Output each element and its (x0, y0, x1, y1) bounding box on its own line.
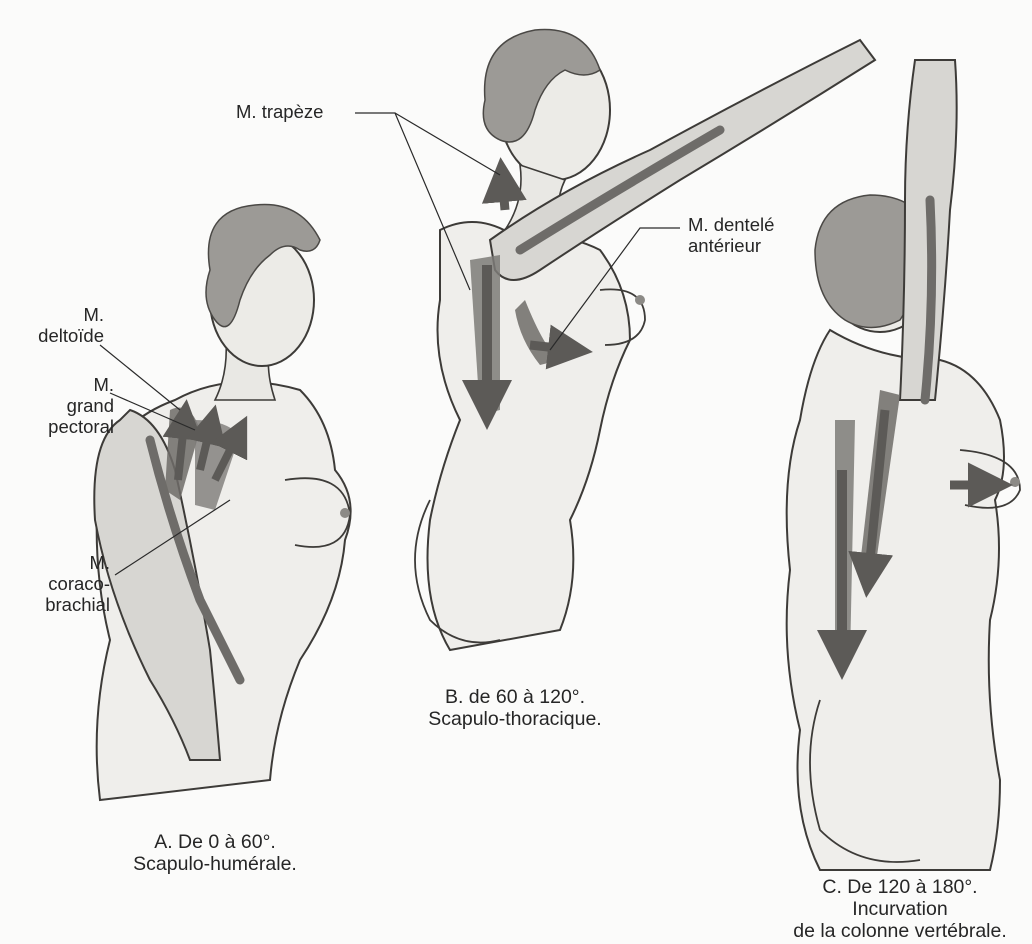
label-dentele-line-2: antérieur (688, 235, 774, 256)
label-coraco-brachial-line-2: coraco- (0, 573, 110, 594)
figure-c-body (787, 60, 1020, 870)
label-grand-pectoral: M. grand pectoral (10, 374, 114, 437)
label-trapeze-line-1: M. trapèze (236, 101, 323, 122)
caption-figure-a: A. De 0 à 60°. Scapulo-humérale. (90, 831, 340, 875)
label-deltoide: M. deltoïde (34, 304, 104, 346)
label-deltoide-line-1: M. (34, 304, 104, 325)
caption-c-line-1: C. De 120 à 180°. (772, 876, 1028, 898)
label-grand-pectoral-line-1: M. (10, 374, 114, 395)
label-trapeze: M. trapèze (236, 101, 323, 122)
label-coraco-brachial-line-1: M. (0, 552, 110, 573)
label-grand-pectoral-line-3: pectoral (10, 416, 114, 437)
caption-c-line-3: de la colonne vertébrale. (772, 920, 1028, 942)
figure-c-nipple (1010, 477, 1020, 487)
caption-figure-b: B. de 60 à 120°. Scapulo-thoracique. (390, 686, 640, 730)
label-dentele-line-1: M. dentelé (688, 214, 774, 235)
label-coraco-brachial-line-3: brachial (0, 594, 110, 615)
figure-a-body (94, 204, 350, 800)
label-grand-pectoral-line-2: grand (10, 395, 114, 416)
label-coraco-brachial: M. coraco- brachial (0, 552, 110, 615)
figure-a-nipple (340, 508, 350, 518)
figure-b-torso (428, 222, 631, 650)
caption-b-line-1: B. de 60 à 120°. (390, 686, 640, 708)
caption-b-line-2: Scapulo-thoracique. (390, 708, 640, 730)
figure-b-nipple (635, 295, 645, 305)
label-deltoide-line-2: deltoïde (34, 325, 104, 346)
caption-c-line-2: Incurvation (772, 898, 1028, 920)
caption-a-line-1: A. De 0 à 60°. (90, 831, 340, 853)
figure-b-arrow-up (502, 175, 505, 210)
caption-figure-c: C. De 120 à 180°. Incurvation de la colo… (772, 876, 1028, 942)
label-dentele-anterieur: M. dentelé antérieur (688, 214, 774, 256)
caption-a-line-2: Scapulo-humérale. (90, 853, 340, 875)
